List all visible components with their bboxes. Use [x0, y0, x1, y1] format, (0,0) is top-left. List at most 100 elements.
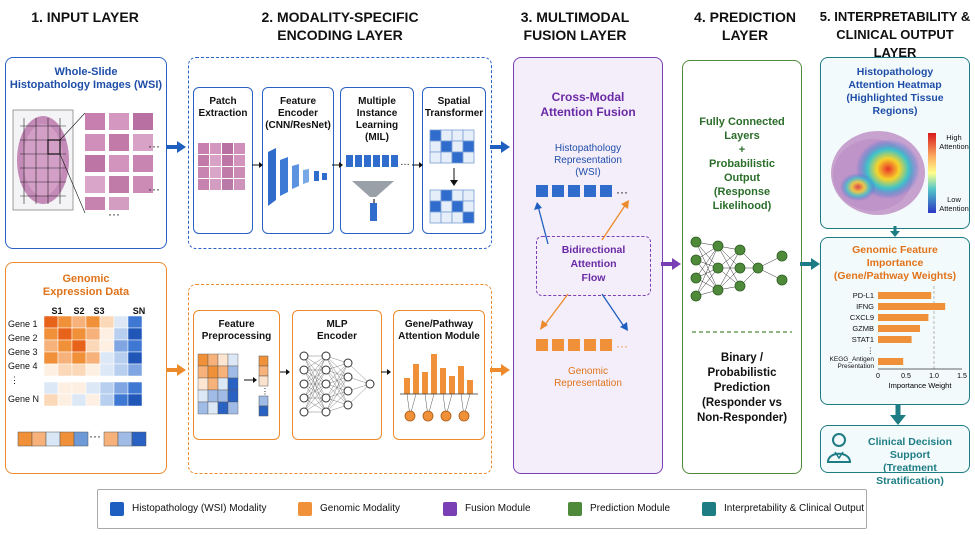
patch-tile [222, 155, 233, 166]
heatmap-cell [99, 351, 115, 365]
heatmap-cell [57, 327, 73, 341]
mlp-edge [303, 355, 327, 399]
bidirectional-label: Bidirectional Attention Flow [561, 244, 626, 284]
heatmap-cell [85, 363, 101, 377]
high-attention-label: High Attention [939, 133, 969, 151]
patch-tile [210, 155, 221, 166]
wsi-ellipsis-1: ··· [148, 139, 160, 153]
sample-label-s1: S1 [51, 306, 63, 316]
fc-layers-label: Fully Connected Layers + Probabilistic O… [699, 116, 785, 212]
attention-node [404, 410, 416, 422]
feature-preprocessing-label: Feature Preprocessing [201, 319, 272, 342]
binary-prediction-label: Binary / Probabilistic Prediction (Respo… [696, 352, 788, 424]
prediction-node [776, 274, 788, 286]
gene-label-n: Gene N [8, 394, 40, 404]
heatmap-cell [43, 315, 59, 329]
importance-chart: PD-L1IFNGCXCL9GZMBSTAT1⋮KEGG_AntigenPres… [830, 286, 967, 390]
heatmap-cell [43, 327, 59, 341]
wsi-slide-graphic [12, 109, 153, 214]
preprocess-cell [227, 353, 239, 367]
prediction-edge [695, 267, 719, 297]
attention-colorbar [928, 133, 936, 213]
legend-swatch-genomic [298, 502, 312, 516]
heatmap-cell [85, 315, 101, 329]
preprocess-cell [197, 389, 209, 403]
heatmap-cell [71, 393, 87, 407]
mlp-node [299, 407, 309, 417]
attention-bar [404, 378, 410, 394]
mlp-node [343, 400, 353, 410]
genomic-title: Genomic Expression Data [42, 273, 130, 298]
attention-bar [449, 376, 455, 394]
heatmap-cell [57, 363, 73, 377]
preprocess-cell [197, 353, 209, 367]
heatmap-cell [43, 363, 59, 377]
importance-x-tick: 1.0 [929, 373, 939, 380]
heatmap-cell [43, 393, 59, 407]
mlp-edge [325, 362, 349, 399]
patch-tile [198, 143, 209, 154]
preprocess-cell [207, 389, 219, 403]
legend-swatch-wsi [110, 502, 124, 516]
mlp-node [299, 351, 309, 361]
heatmap-cell [99, 363, 115, 377]
arrow-genomic-to-fusion [490, 364, 510, 376]
mlp-node [343, 386, 353, 396]
arrow-heatmap-to-importance [890, 226, 900, 237]
mlp-node [321, 351, 331, 361]
importance-bar [878, 325, 920, 332]
legend: Histopathology (WSI) Modality Genomic Mo… [97, 489, 867, 529]
mlp-edge [325, 362, 349, 413]
header-prediction-layer: 4. PREDICTION LAYER [694, 9, 796, 43]
mlp-edge [303, 383, 327, 413]
prediction-node [776, 250, 788, 262]
legend-swatch-prediction [568, 502, 582, 516]
heatmap-cell [113, 393, 129, 407]
preprocess-cell [217, 377, 229, 391]
legend-label-fusion: Fusion Module [465, 503, 531, 514]
heatmap-cell [85, 327, 101, 341]
heatmap-cell [127, 315, 143, 329]
mil-graphic: … [346, 155, 410, 221]
prediction-edge [695, 241, 719, 269]
importance-x-tick: 0.5 [901, 373, 911, 380]
attention-node [440, 410, 452, 422]
preprocess-cell [217, 353, 229, 367]
header-fusion-layer: 3. MULTIMODAL FUSION LAYER [520, 9, 630, 43]
patch-tile [210, 179, 221, 190]
heatmap-cell [127, 327, 143, 341]
heatmap-cell [43, 351, 59, 365]
heatmap-cell [127, 351, 143, 365]
mlp-encoder-box: MLP Encoder [292, 310, 382, 440]
gene-label-4: Gene 4 [8, 361, 38, 371]
sample-label-s3: S3 [93, 306, 105, 316]
cnn-graphic [268, 148, 327, 206]
header-encoding-layer: 2. MODALITY-SPECIFIC ENCODING LAYER [261, 9, 419, 43]
heatmap-cell [71, 327, 87, 341]
importance-bar [878, 358, 904, 365]
genomic-rep-vector: ··· [536, 339, 628, 353]
heatmap-cell [99, 393, 115, 407]
mlp-node [343, 372, 353, 382]
prediction-edge [695, 245, 719, 297]
mlp-node [321, 407, 331, 417]
patch-tile [234, 179, 245, 190]
prediction-node [734, 244, 746, 256]
header-input-layer: 1. INPUT LAYER [31, 9, 139, 25]
importance-category-label: Presentation [838, 363, 875, 370]
patch-tile [198, 167, 209, 178]
prediction-net-graphic [690, 236, 788, 302]
mlp-node [321, 379, 331, 389]
heatmap-cell [43, 339, 59, 353]
wsi-encoding-arrows [252, 162, 423, 168]
clinical-decision-support-panel[interactable]: Clinical Decision Support (Treatment Str… [820, 425, 970, 487]
gene-pathway-label: Gene/Pathway Attention Module [398, 319, 480, 342]
mlp-encoder-label: MLP Encoder [316, 319, 357, 342]
mlp-edge [325, 376, 349, 413]
mlp-node [299, 365, 309, 375]
legend-label-wsi: Histopathology (WSI) Modality [132, 503, 267, 514]
prediction-divider [692, 331, 792, 333]
arrow-genomic-to-encoding [166, 364, 186, 376]
patch-tile [198, 179, 209, 190]
heatmap-cell [127, 339, 143, 353]
